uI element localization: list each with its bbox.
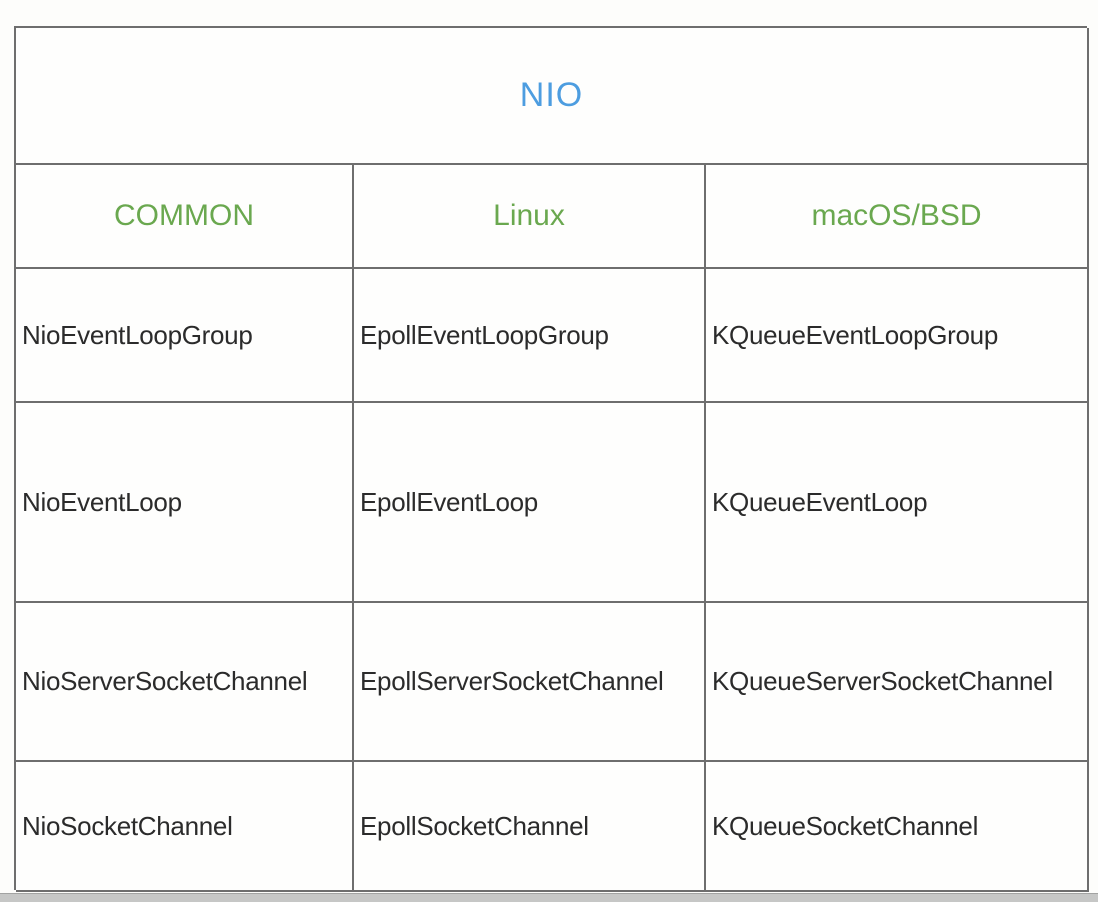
- cell-event-loop-group-macos: KQueueEventLoopGroup: [706, 269, 1089, 403]
- cell-socket-channel-macos: KQueueSocketChannel: [706, 762, 1089, 892]
- cell-event-loop-macos: KQueueEventLoop: [706, 403, 1089, 603]
- table-title: NIO: [16, 28, 1089, 165]
- cell-event-loop-linux: EpollEventLoop: [354, 403, 706, 603]
- column-header-macos-bsd: macOS/BSD: [706, 165, 1089, 269]
- cell-socket-channel-linux: EpollSocketChannel: [354, 762, 706, 892]
- cell-server-socket-channel-macos: KQueueServerSocketChannel: [706, 603, 1089, 762]
- cell-event-loop-common: NioEventLoop: [16, 403, 354, 603]
- nio-comparison-table: NIO COMMON Linux macOS/BSD NioEventLoopG…: [14, 26, 1089, 892]
- cell-event-loop-group-linux: EpollEventLoopGroup: [354, 269, 706, 403]
- column-header-linux: Linux: [354, 165, 706, 269]
- column-header-common: COMMON: [16, 165, 354, 269]
- cell-server-socket-channel-common: NioServerSocketChannel: [16, 603, 354, 762]
- cell-server-socket-channel-linux: EpollServerSocketChannel: [354, 603, 706, 762]
- cell-socket-channel-common: NioSocketChannel: [16, 762, 354, 892]
- cell-event-loop-group-common: NioEventLoopGroup: [16, 269, 354, 403]
- horizontal-scrollbar[interactable]: [0, 893, 1098, 902]
